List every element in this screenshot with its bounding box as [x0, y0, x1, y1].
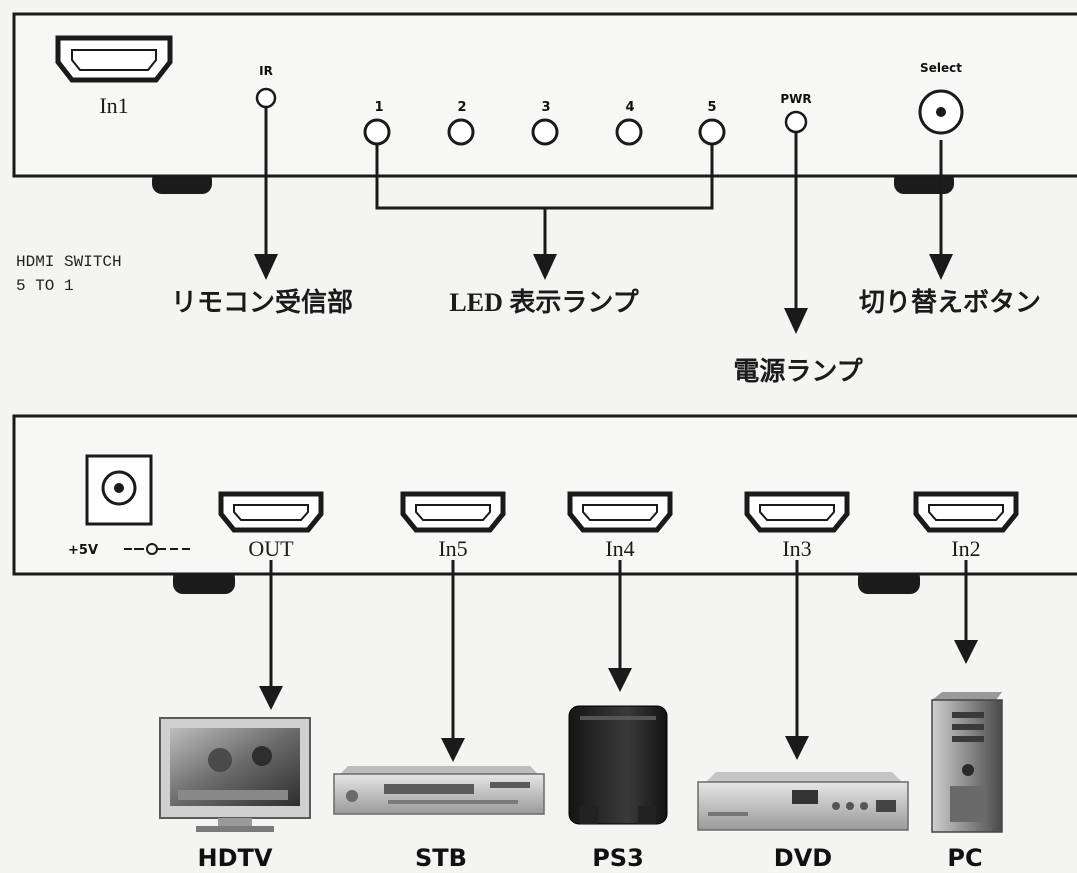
rear-panel: +5V — [12, 414, 1077, 594]
led-lamp-icon — [363, 118, 391, 146]
arrow-down-icon — [954, 640, 978, 664]
rear-panel-body — [12, 414, 1077, 576]
dvd-player-icon — [697, 772, 909, 831]
device-label-pc: PC — [947, 844, 982, 872]
arrow-down-icon — [608, 668, 632, 692]
polarity-icon — [124, 543, 190, 555]
rear-hdmi-ports: OUT In5 In4 In3 In2 — [218, 491, 1019, 561]
port-label-out: OUT — [248, 536, 294, 561]
select-label: Select — [920, 61, 962, 75]
power-input-label: +5V — [68, 543, 98, 558]
device-label-dvd: DVD — [774, 844, 832, 872]
arrow-down-icon — [784, 308, 808, 334]
select-button-center — [936, 107, 946, 117]
led-lamp-icon — [698, 118, 726, 146]
callout-select-button: 切り替えボタン — [859, 288, 1041, 317]
callout-remote-receiver: リモコン受信部 — [171, 287, 353, 317]
port-label-in4: In4 — [605, 536, 634, 561]
front-panel-body — [12, 12, 1077, 178]
hdmi-port-in3 — [744, 491, 850, 533]
led-lamp-icon — [531, 118, 559, 146]
model-line-1: HDMI SWITCH — [16, 253, 122, 271]
led-number-5: 5 — [707, 100, 716, 115]
hdmi-port-in2 — [913, 491, 1019, 533]
pc-tower-icon — [931, 692, 1003, 833]
arrow-down-icon — [929, 254, 953, 280]
port-label-in2: In2 — [951, 536, 980, 561]
led-number-3: 3 — [541, 100, 550, 115]
led-number-4: 4 — [625, 100, 634, 115]
rear-arrowheads — [259, 640, 978, 762]
arrow-down-icon — [254, 254, 278, 280]
callout-power-lamp: 電源ランプ — [733, 357, 863, 386]
front-arrowheads — [254, 254, 953, 334]
arrow-down-icon — [785, 736, 809, 760]
front-callouts — [264, 107, 943, 312]
hdmi-port-in5 — [400, 491, 506, 533]
port-label-in5: In5 — [438, 536, 467, 561]
front-panel: In1 IR 1 2 3 4 5 PWR Select — [12, 12, 1077, 194]
tv-icon — [159, 717, 311, 832]
game-console-icon — [568, 705, 668, 825]
hdmi-port-in1 — [55, 35, 173, 83]
device-label-ps3: PS3 — [592, 844, 644, 872]
callout-led-lamps: LED 表示ランプ — [449, 288, 639, 317]
power-lamp-icon — [784, 110, 808, 134]
arrow-down-icon — [441, 738, 465, 762]
pwr-label: PWR — [780, 92, 811, 106]
device-label-stb: STB — [415, 844, 467, 872]
arrow-down-icon — [259, 686, 283, 710]
device-label-hdtv: HDTV — [198, 844, 273, 872]
set-top-box-icon — [333, 766, 545, 815]
hdmi-port-in4 — [567, 491, 673, 533]
ir-sensor-icon — [255, 87, 277, 109]
led-number-1: 1 — [374, 100, 383, 115]
model-line-2: 5 TO 1 — [16, 277, 74, 295]
led-lamp-icon — [615, 118, 643, 146]
ir-label: IR — [259, 64, 273, 78]
led-number-2: 2 — [457, 100, 466, 115]
port-label-in3: In3 — [782, 536, 811, 561]
hdmi-port-out — [218, 491, 324, 533]
dc-jack-pin — [114, 483, 124, 493]
led-lamp-icon — [447, 118, 475, 146]
arrow-down-icon — [533, 254, 557, 280]
rear-connections — [269, 560, 968, 742]
port-label-in1: In1 — [99, 93, 128, 118]
